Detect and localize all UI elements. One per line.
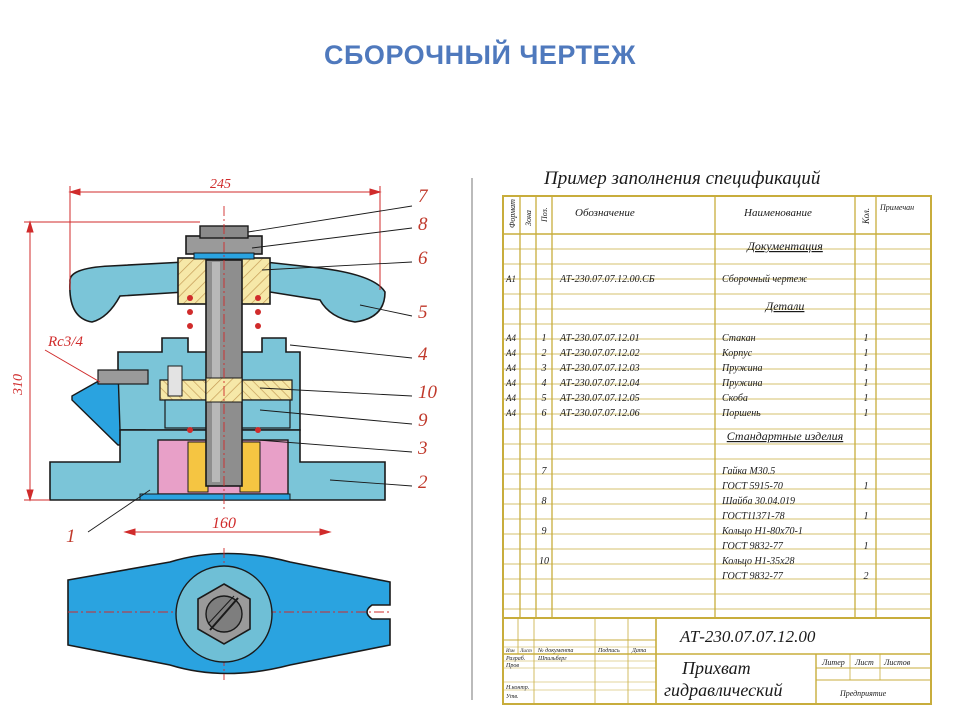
spec-row-qty: 1 xyxy=(864,541,869,552)
spec-row-name: Детали xyxy=(765,299,805,313)
svg-text:Шпильберг: Шпильберг xyxy=(537,655,567,662)
spec-row-name: ГОСТ11371-78 xyxy=(721,511,785,522)
spec-row-designation: АТ-230.07.07.12.05 xyxy=(559,393,640,404)
spec-row-qty: 1 xyxy=(864,481,869,492)
callout-8: 8 xyxy=(418,214,428,235)
callout-10: 10 xyxy=(418,382,438,403)
spec-row-qty: 1 xyxy=(864,363,869,374)
spec-row-name: ГОСТ 5915-70 xyxy=(721,481,783,492)
spec-row-designation: АТ-230.07.07.12.03 xyxy=(559,363,640,374)
callout-2: 2 xyxy=(418,472,428,493)
header-pos: Поз. xyxy=(540,207,549,223)
spec-row-name: Пружина xyxy=(721,378,763,389)
callout-3: 3 xyxy=(417,438,428,459)
spec-row-pos: 8 xyxy=(542,496,547,507)
spec-row-name: Кольцо Н1-35х28 xyxy=(721,556,795,567)
spec-row-qty: 1 xyxy=(864,378,869,389)
spec-row-qty: 1 xyxy=(864,348,869,359)
spec-row-format: А4 xyxy=(505,393,516,403)
page-title: СБОРОЧНЫЙ ЧЕРТЕЖ xyxy=(324,40,636,70)
svg-text:Н.контр.: Н.контр. xyxy=(505,685,529,691)
spec-row-qty: 1 xyxy=(864,393,869,404)
title-block xyxy=(503,618,931,704)
spec-row-pos: 3 xyxy=(541,363,547,374)
dimension-width: 245 xyxy=(210,177,231,192)
svg-text:Лист: Лист xyxy=(854,658,874,667)
thread-label: Rc3/4 xyxy=(47,334,83,350)
spec-row-format: А4 xyxy=(505,333,516,343)
spec-row-name: Стандартные изделия xyxy=(727,429,844,443)
header-zone: Зона xyxy=(524,210,533,226)
svg-text:Литер: Литер xyxy=(821,658,845,667)
spec-row-pos: 6 xyxy=(542,408,547,419)
spec-row-pos: 1 xyxy=(542,333,547,344)
spec-heading: Пример заполнения спецификаций xyxy=(543,168,821,189)
title-block-name-1: Прихват xyxy=(681,658,751,678)
spec-row-designation: АТ-230.07.07.12.06 xyxy=(559,408,640,419)
svg-text:№ документа: № документа xyxy=(537,647,573,654)
spec-row-designation: АТ-230.07.07.12.00.СБ xyxy=(559,274,655,285)
spec-row-name: Шайба 30.04.019 xyxy=(721,496,795,507)
spec-row-designation: АТ-230.07.07.12.02 xyxy=(559,348,640,359)
spec-row-format: А4 xyxy=(505,363,516,373)
spec-row-pos: 7 xyxy=(542,466,548,477)
callout-1: 1 xyxy=(66,526,76,547)
spec-row-pos: 2 xyxy=(542,348,547,359)
header-designation: Обозначение xyxy=(575,207,635,219)
header-name: Наименование xyxy=(743,207,812,219)
spec-frame xyxy=(502,195,932,705)
spec-row-name: Кольцо Н1-80х70-1 xyxy=(721,526,803,537)
svg-text:Предприятие: Предприятие xyxy=(839,689,887,698)
spec-row-name: Стакан xyxy=(722,333,756,344)
header-qty: Кол. xyxy=(861,208,871,225)
spec-row-pos: 10 xyxy=(539,556,549,567)
spec-row-name: Документация xyxy=(746,239,823,253)
callout-7: 7 xyxy=(418,186,429,207)
dimension-plan-width: 160 xyxy=(212,515,236,532)
header-format: Формат xyxy=(508,199,517,228)
callout-4: 4 xyxy=(418,344,428,365)
spec-row-pos: 9 xyxy=(542,526,547,537)
spec-row-name: Гайка М30.5 xyxy=(721,466,775,477)
spec-row-qty: 1 xyxy=(864,333,869,344)
spec-row-qty: 2 xyxy=(864,571,869,582)
callout-6: 6 xyxy=(418,248,428,269)
header-note: Примечан xyxy=(879,203,914,212)
section-view xyxy=(49,206,386,512)
spec-row-format: А4 xyxy=(505,378,516,388)
spec-row-name: ГОСТ 9832-77 xyxy=(721,541,784,552)
svg-text:Лист: Лист xyxy=(519,649,532,654)
title-block-name-2: гидравлический xyxy=(664,680,783,700)
svg-text:Подпись: Подпись xyxy=(597,647,620,654)
spec-row-name: Поршень xyxy=(721,408,761,419)
spec-row-format: А1 xyxy=(505,274,516,284)
spec-row-name: ГОСТ 9832-77 xyxy=(721,571,784,582)
spec-row-name: Скоба xyxy=(722,393,748,404)
spec-row-pos: 5 xyxy=(542,393,547,404)
spec-row-format: А4 xyxy=(505,348,516,358)
spec-row-pos: 4 xyxy=(542,378,547,389)
svg-text:Пров: Пров xyxy=(505,663,519,669)
callout-9: 9 xyxy=(418,410,428,431)
title-block-code: АТ-230.07.07.12.00 xyxy=(679,627,816,646)
svg-text:Листов: Листов xyxy=(883,658,911,667)
spec-row-name: Корпус xyxy=(721,348,753,359)
spec-row-name: Пружина xyxy=(721,363,763,374)
spec-row-designation: АТ-230.07.07.12.04 xyxy=(559,378,640,389)
spec-row-qty: 1 xyxy=(864,408,869,419)
plan-view xyxy=(67,548,391,680)
spec-row-name: Сборочный чертеж xyxy=(722,274,808,285)
callout-5: 5 xyxy=(418,302,428,323)
dimension-height: 310 xyxy=(11,374,26,396)
spec-row-designation: АТ-230.07.07.12.01 xyxy=(559,333,640,344)
svg-text:Дата: Дата xyxy=(631,648,646,654)
svg-text:Изм: Изм xyxy=(505,649,515,654)
dimensions xyxy=(24,186,382,536)
spec-row-qty: 1 xyxy=(864,511,869,522)
svg-text:Утв.: Утв. xyxy=(506,694,518,700)
spec-row-format: А4 xyxy=(505,408,516,418)
svg-text:Разраб.: Разраб. xyxy=(505,655,525,662)
